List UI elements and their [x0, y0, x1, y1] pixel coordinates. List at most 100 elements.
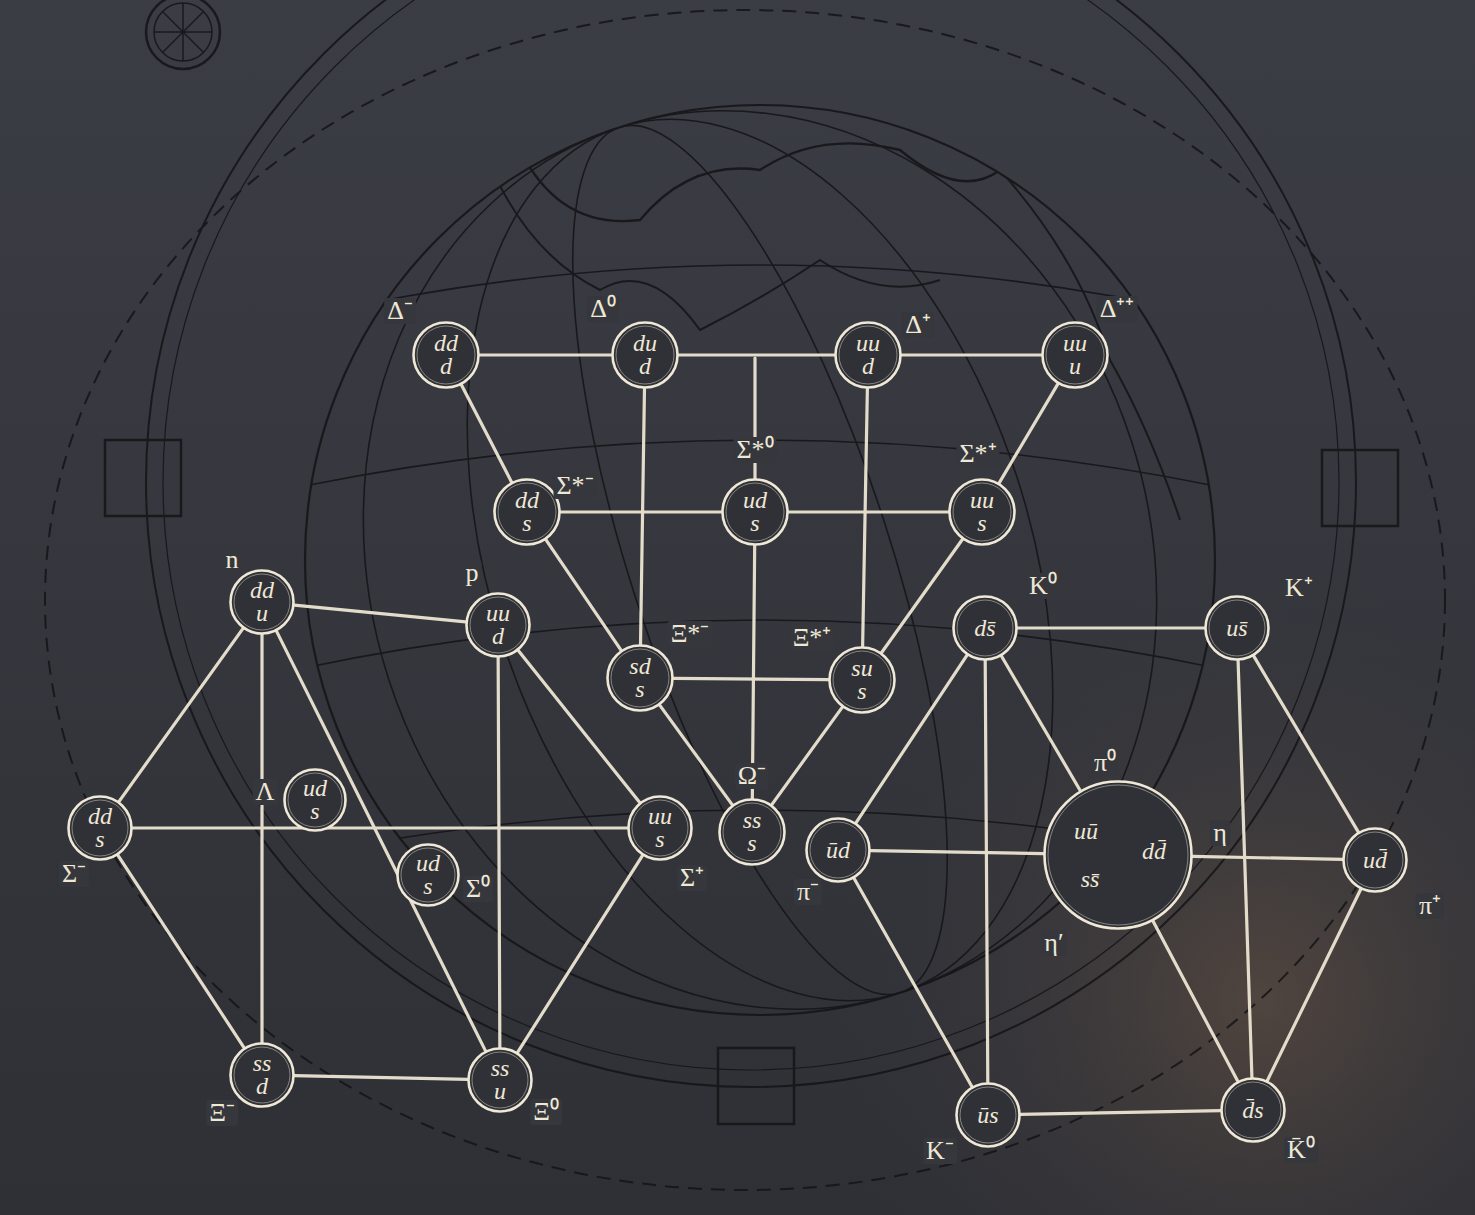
particle-name: Σ*⁰ — [733, 437, 776, 463]
circle-chalk-ring — [1209, 600, 1265, 656]
particle-name: η′ — [1041, 930, 1066, 956]
quark-content: ss̄ — [1081, 867, 1100, 891]
particle-circle: Σ⁰ud s — [396, 843, 460, 907]
circle-chalk-ring — [957, 600, 1013, 656]
quark-content: ud̄ — [1363, 849, 1387, 872]
particle-name: Λ — [253, 779, 278, 805]
particle-circle: Δ⁻dd d — [412, 321, 480, 389]
multiplet-link — [673, 678, 828, 679]
circle-border — [830, 648, 895, 713]
circle-chalk-ring — [810, 822, 866, 878]
particle-circle: K⁻ūs — [955, 1082, 1021, 1148]
circle-border — [1222, 1079, 1285, 1142]
particle-name: K̄⁰ — [1284, 1137, 1318, 1163]
globe-lines — [45, 0, 1445, 1190]
multiplet-link — [641, 388, 645, 644]
circle-chalk-ring — [234, 1047, 290, 1103]
quark-content: ud s — [743, 489, 767, 535]
multiplet-link — [1020, 1111, 1220, 1115]
circle-chalk-ring — [839, 326, 897, 384]
particle-circle: Ω⁻ss s — [718, 798, 786, 866]
quark-content: uū — [1074, 819, 1098, 843]
particle-circle: Σ*⁺uu s — [948, 478, 1016, 546]
circle-border — [613, 323, 678, 388]
particle-circle: Ξ*⁻sd s — [606, 644, 674, 712]
multiplet-link — [999, 384, 1058, 483]
multiplet-link — [772, 707, 843, 805]
particle-name: p — [463, 560, 482, 586]
circle-border — [398, 845, 459, 906]
circle-border — [231, 1044, 294, 1107]
circle-border — [1043, 323, 1108, 388]
multiplet-link — [294, 1076, 467, 1080]
quark-content: dd u — [250, 579, 274, 625]
circle-border — [1344, 829, 1407, 892]
particle-name: Δ⁺ — [902, 312, 934, 338]
quark-content: uu s — [970, 489, 994, 535]
quark-content: ss s — [743, 809, 762, 855]
circle-border — [629, 797, 692, 860]
particle-name: Σ*⁻ — [553, 473, 596, 499]
particle-name: π⁻ — [794, 879, 822, 905]
quark-content: du d — [633, 332, 657, 378]
multiplet-link — [660, 705, 733, 805]
particle-circle: Δ⁺⁺uu u — [1041, 321, 1109, 389]
particle-name: K⁺ — [1282, 575, 1316, 601]
particle-name: n — [223, 547, 242, 573]
multiplet-link — [752, 545, 754, 798]
circle-border — [467, 594, 530, 657]
particle-circle: Ξ*⁺su s — [828, 646, 896, 714]
multiplet-link — [789, 510, 949, 513]
particle-name: Σ⁰ — [463, 876, 493, 902]
multiplet-link — [517, 855, 642, 1052]
circle-chalk-ring — [833, 651, 891, 709]
multiplet-link — [1192, 856, 1342, 859]
circle-chalk-ring — [472, 1052, 528, 1108]
particle-name: η — [1210, 820, 1230, 846]
circle-border — [608, 646, 673, 711]
circle-border — [836, 323, 901, 388]
particle-circle: π⁻ūd — [805, 817, 871, 883]
quark-content: uu d — [486, 602, 510, 648]
quark-content: dd̄ — [1142, 839, 1166, 863]
particle-circle: Ξ⁰ss u — [467, 1047, 533, 1113]
multiplet-link — [1001, 656, 1080, 791]
quark-content: ds̄ — [974, 617, 995, 640]
circle-chalk-ring — [723, 803, 781, 861]
circle-border — [957, 1084, 1020, 1147]
particle-name: π⁰ — [1091, 750, 1119, 776]
particle-circle: Σ*⁻dd s — [493, 478, 561, 546]
circle-border — [414, 323, 479, 388]
multiplet-link — [118, 855, 244, 1048]
particle-name: Ω⁻ — [735, 763, 769, 789]
multiplet-link — [1153, 921, 1238, 1081]
multiplet-link — [902, 353, 1042, 356]
circle-border — [950, 480, 1015, 545]
quark-content: su s — [851, 657, 872, 703]
circle-chalk-ring — [726, 483, 784, 541]
circle-chalk-ring — [1048, 785, 1188, 925]
multiplet-link — [679, 353, 835, 356]
particle-name: Ξ⁰ — [530, 1099, 562, 1125]
multiplet-link — [294, 605, 465, 622]
particle-name: K⁰ — [1026, 573, 1060, 599]
multiplet-link — [1018, 626, 1205, 629]
multiplet-link — [985, 660, 988, 1082]
multiplet-link — [546, 540, 621, 651]
circle-border — [723, 480, 788, 545]
particle-circle: Ξ⁻ss d — [229, 1042, 295, 1108]
particle-name: Δ⁺⁺ — [1097, 296, 1138, 322]
circle-border — [495, 480, 560, 545]
nonet-center-circle: π⁰ηη′uūdd̄ss̄ — [1043, 780, 1193, 930]
quark-content: ss d — [253, 1052, 272, 1098]
particle-name: K⁻ — [923, 1138, 957, 1164]
circle-chalk-ring — [234, 574, 290, 630]
multiplet-link — [863, 388, 868, 646]
quark-content: dd d — [434, 332, 458, 378]
quark-content: uu s — [648, 805, 672, 851]
circle-chalk-ring — [611, 649, 669, 707]
particle-circle: K̄⁰d̄s — [1220, 1077, 1286, 1143]
particle-name: Σ⁺ — [677, 865, 707, 891]
multiplet-link — [276, 631, 485, 1051]
